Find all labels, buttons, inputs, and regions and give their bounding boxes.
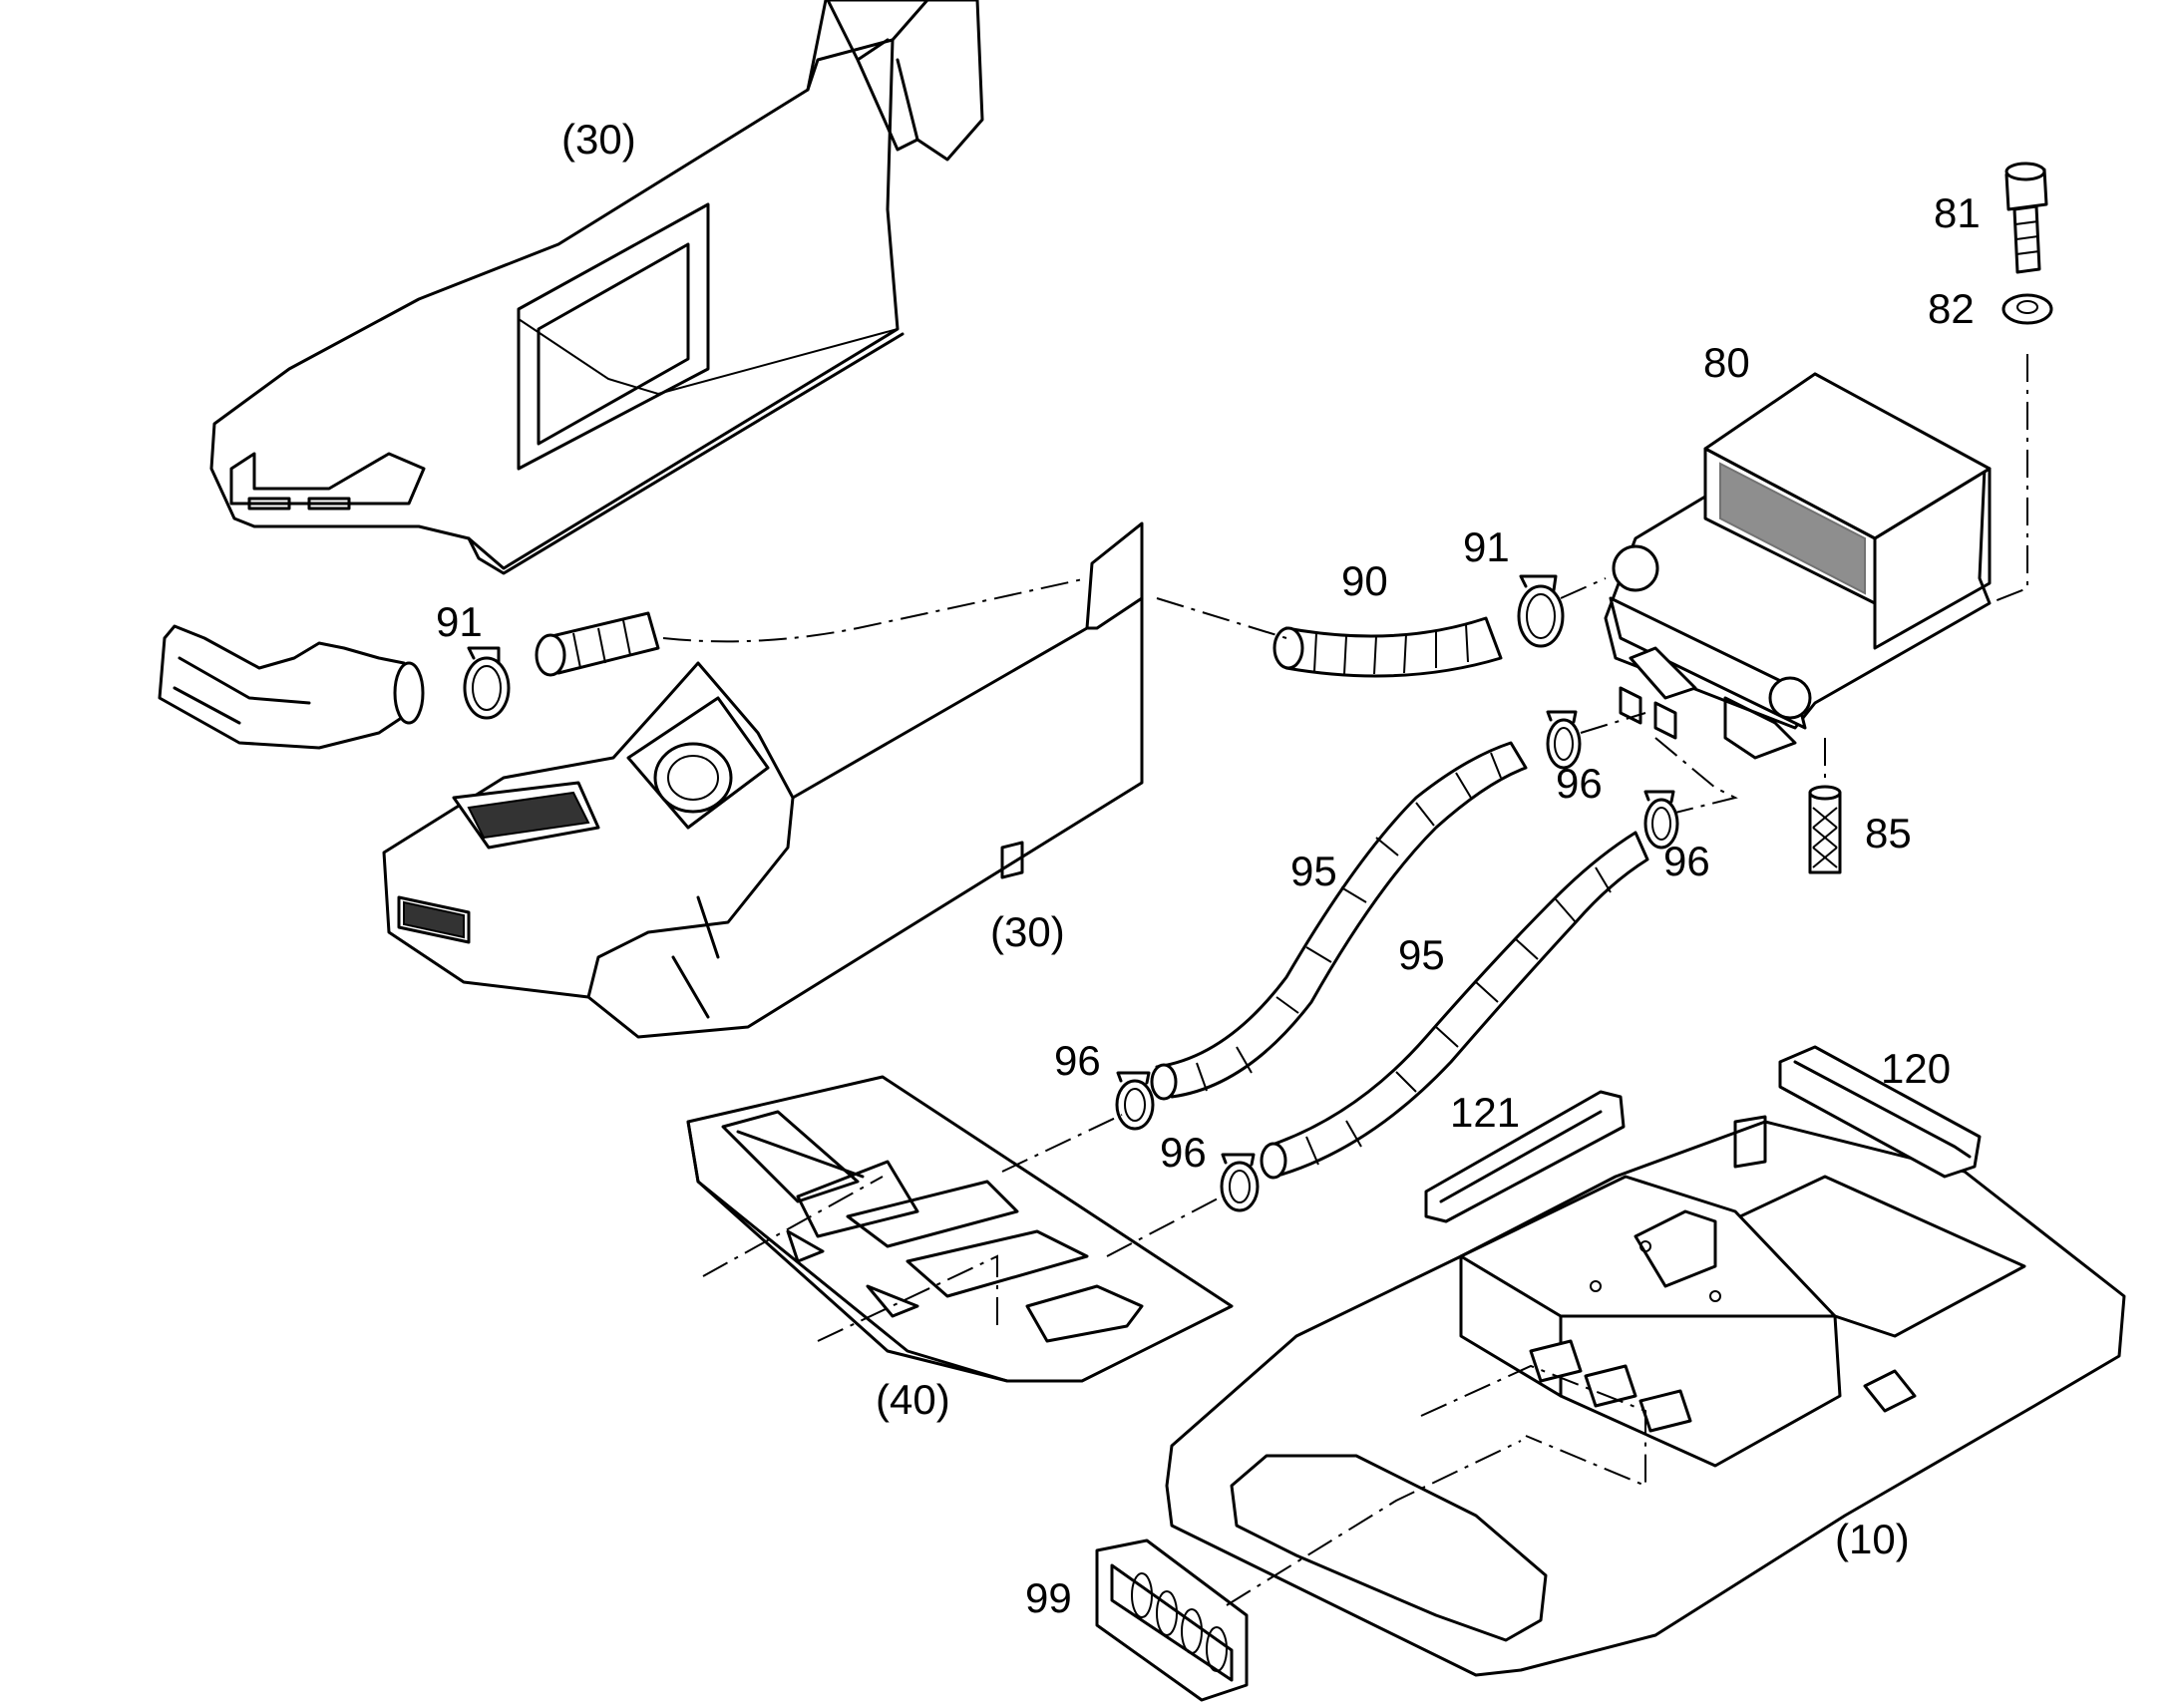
label-81: 81 <box>1934 189 1981 236</box>
hose-clamp-96-b <box>1643 790 1679 850</box>
hose-95-lower <box>1260 831 1649 1180</box>
label-121: 121 <box>1450 1089 1520 1136</box>
hose-clamp-91-right <box>1517 574 1565 648</box>
short-hose-left <box>535 611 660 677</box>
label-82: 82 <box>1928 285 1975 332</box>
middle-console <box>382 521 1144 1039</box>
heater-unit-80 <box>1604 372 1992 760</box>
label-95-upper: 95 <box>1290 848 1337 894</box>
seal-strip-121 <box>1424 1090 1626 1223</box>
label-80: 80 <box>1703 339 1750 386</box>
upper-dash-panel <box>209 0 984 575</box>
hose-95-upper <box>1150 741 1528 1101</box>
hose-90 <box>1272 616 1503 678</box>
label-30-top: (30) <box>561 116 636 163</box>
hose-clamp-96-c <box>1115 1071 1155 1131</box>
label-120: 120 <box>1881 1045 1951 1092</box>
label-10: (10) <box>1835 1516 1910 1562</box>
label-95-lower: 95 <box>1398 931 1445 978</box>
assembly-guide-lines <box>662 354 2028 1606</box>
label-85: 85 <box>1865 810 1912 856</box>
label-96-c: 96 <box>1054 1037 1101 1084</box>
label-30-mid: (30) <box>990 908 1065 955</box>
label-91-left: 91 <box>436 598 483 645</box>
spacer-85 <box>1808 785 1842 874</box>
hose-clamp-96-a <box>1546 710 1582 770</box>
hose-clamp-91-left <box>463 646 511 720</box>
label-99: 99 <box>1025 1574 1072 1621</box>
part-labels: (30) (30) (40) (10) 80 81 82 85 90 91 91… <box>436 116 1981 1621</box>
outlet-grille-99 <box>1095 1538 1249 1702</box>
hose-clamp-96-d <box>1220 1153 1260 1212</box>
label-96-b: 96 <box>1663 838 1710 884</box>
washer-82 <box>2001 293 2053 325</box>
label-96-d: 96 <box>1160 1129 1207 1176</box>
floor-plate-10 <box>1165 1115 2126 1677</box>
floor-duct-40 <box>686 1075 1234 1383</box>
seal-strip-120 <box>1778 1045 1982 1179</box>
label-96-a: 96 <box>1556 760 1603 807</box>
label-91-right: 91 <box>1463 523 1510 570</box>
label-90: 90 <box>1341 557 1388 604</box>
label-40: (40) <box>876 1376 950 1423</box>
air-intake-duct <box>158 624 425 750</box>
screw-81 <box>2004 162 2048 274</box>
